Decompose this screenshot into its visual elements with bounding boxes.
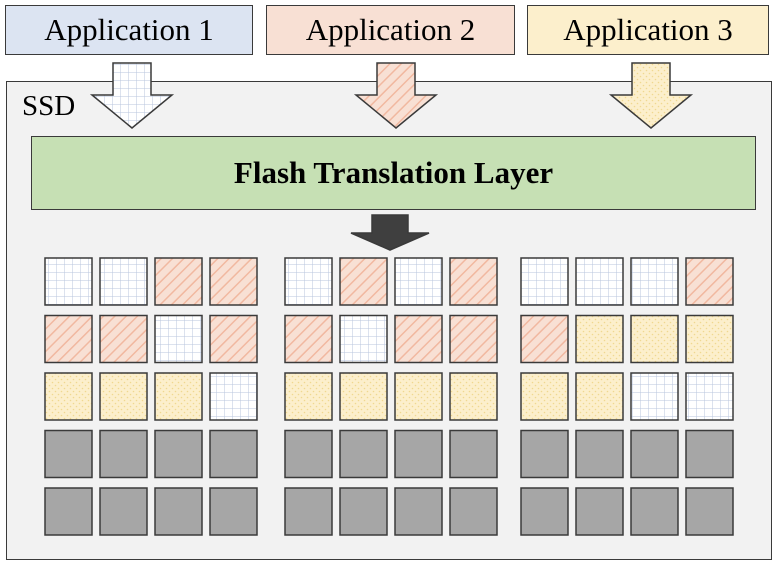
- application-3-box: Application 3: [527, 5, 769, 55]
- ssd-label: SSD: [22, 90, 76, 122]
- flash-translation-layer: Flash Translation Layer: [31, 136, 756, 210]
- application-1-box: Application 1: [5, 5, 253, 55]
- application-2-box: Application 2: [266, 5, 515, 55]
